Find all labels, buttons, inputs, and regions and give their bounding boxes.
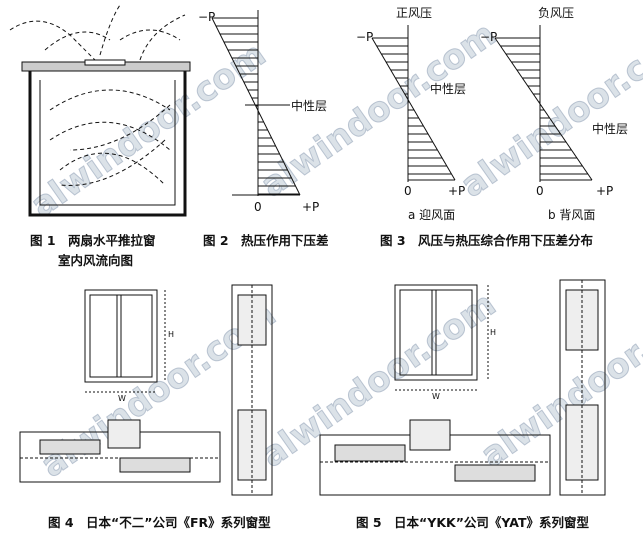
fig3a-pos-label: +P (448, 184, 466, 198)
fig3a-neutral-label: 中性层 (430, 82, 467, 96)
fig3a-label: a 迎风面 (408, 208, 456, 222)
fig2-thermal-pressure-chart (211, 10, 301, 196)
fig3a-zero-label: 0 (404, 184, 412, 198)
fig5-caption: 图 5 日本“YKK”公司《YAT》系列窗型 (356, 515, 589, 530)
fig4-caption: 图 4 日本“不二”公司《FR》系列窗型 (48, 515, 271, 530)
fig3b-title: 负风压 (538, 6, 575, 20)
fig2-neutral-label: 中性层 (291, 99, 328, 113)
fig2-caption: 图 2 热压作用下压差 (203, 233, 329, 248)
fig4-fr-window-drawing (19, 284, 273, 496)
fig3b-pos-label: +P (596, 184, 614, 198)
fig2-neg-label: −P (198, 10, 216, 24)
fig2-zero-label: 0 (254, 200, 262, 214)
fig5-yat-window-drawing (319, 279, 606, 496)
fig1-caption: 图 1 两扇水平推拉窗 (30, 233, 156, 248)
fig3a-title: 正风压 (396, 6, 433, 20)
fig4-dim-w: W (118, 394, 126, 403)
fig3-caption: 图 3 风压与热压综合作用下压差分布 (380, 233, 594, 248)
fig1-room-diagram (9, 4, 191, 217)
fig3b-zero-label: 0 (536, 184, 544, 198)
fig3-wind-pressure-charts (371, 25, 593, 182)
fig5-dim-w: W (432, 392, 440, 401)
fig4-dim-h: H (168, 330, 175, 339)
fig1-caption-line2: 室内风流向图 (58, 253, 134, 268)
fig3b-neutral-label: 中性层 (592, 122, 629, 136)
fig2-pos-label: +P (302, 200, 320, 214)
fig3a-neg-label: −P (356, 30, 374, 44)
fig5-dim-h: H (490, 328, 497, 337)
fig3b-label: b 背风面 (548, 208, 596, 222)
fig3b-neg-label: −P (480, 30, 498, 44)
